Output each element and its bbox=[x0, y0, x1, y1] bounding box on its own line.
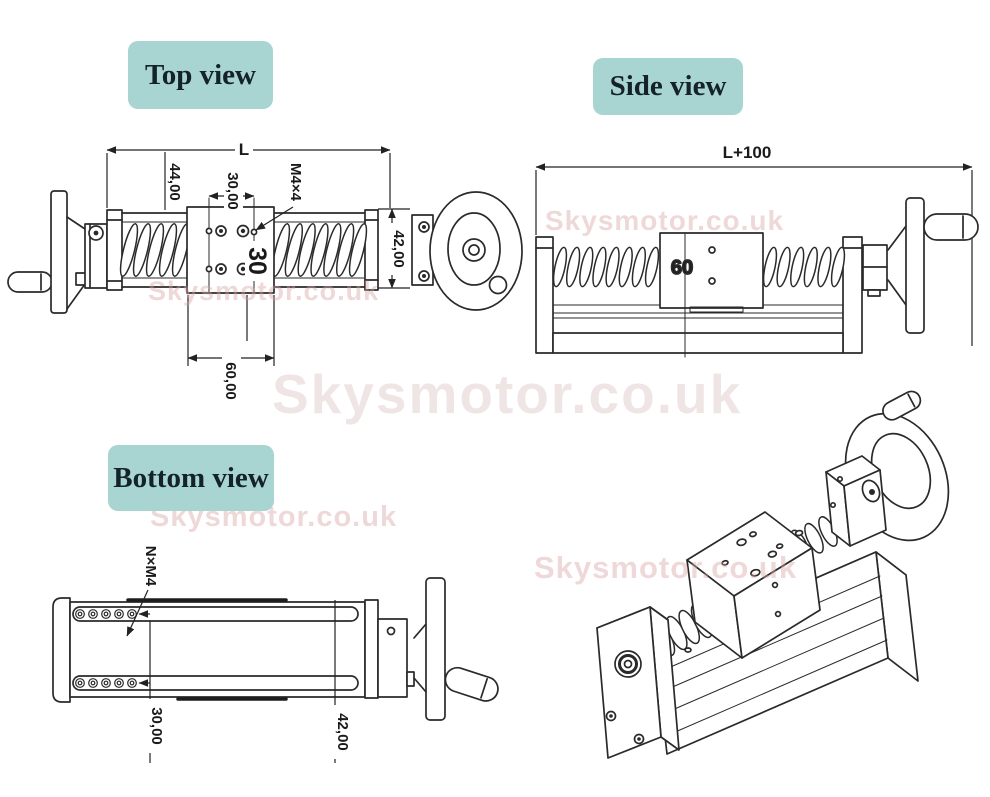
dim-side-carriage: 60 bbox=[671, 257, 693, 279]
side-view-body bbox=[535, 236, 863, 354]
top-view-label: Top view bbox=[128, 41, 273, 109]
bottom-view-rail-balls-top bbox=[75, 609, 137, 619]
iso-view-drawing bbox=[596, 390, 950, 759]
side-view-drawing: L+100 60 bbox=[535, 142, 979, 358]
top-view-body bbox=[106, 209, 379, 291]
side-view-label: Side view bbox=[593, 58, 743, 115]
dim-top-length: L bbox=[239, 140, 249, 159]
side-view-dimensions: L+100 bbox=[535, 142, 973, 346]
bottom-view-dimensions: N×M4 30,00 42,00 bbox=[126, 546, 352, 763]
bottom-view-rail-balls-bottom bbox=[75, 678, 137, 688]
iso-rail-mount-hole bbox=[684, 647, 692, 653]
bottom-view-label: Bottom view bbox=[108, 445, 274, 511]
side-view-ballscrew-left bbox=[552, 246, 660, 288]
top-view-handwheel-left bbox=[7, 190, 108, 314]
top-view-ballscrew-right bbox=[271, 223, 368, 277]
dim-top-hole-pitch-y: 30 bbox=[243, 247, 271, 275]
side-view-ballscrew-right bbox=[762, 246, 846, 288]
dim-top-carriage: 60,00 bbox=[222, 362, 239, 400]
iso-carriage bbox=[686, 511, 821, 659]
dim-top-hole-pitch-x: 30,00 bbox=[224, 172, 241, 210]
dim-bottom-slot-offset: 30,00 bbox=[148, 707, 165, 745]
top-view-ballscrew-left bbox=[119, 223, 191, 277]
top-view-handwheel-face bbox=[411, 191, 523, 311]
bottom-view-drawing: N×M4 30,00 42,00 bbox=[52, 546, 499, 763]
dim-top-width: 42,00 bbox=[390, 230, 407, 268]
dim-bottom-thread: N×M4 bbox=[142, 546, 159, 587]
dim-bottom-width: 42,00 bbox=[334, 713, 351, 751]
top-view-drawing: L 44,00 30,00 M4×4 30 4 bbox=[7, 139, 523, 408]
side-view-carriage: 60 bbox=[659, 232, 764, 358]
iso-end-plate bbox=[596, 606, 680, 759]
dim-top-end-offset: 44,00 bbox=[166, 163, 183, 201]
dim-side-total-length: L+100 bbox=[723, 143, 772, 162]
iso-bearing-block bbox=[825, 455, 887, 547]
dim-top-thread: M4×4 bbox=[287, 163, 304, 202]
side-view-handwheel bbox=[862, 197, 979, 334]
bottom-view-handwheel bbox=[377, 577, 499, 721]
top-view-dimensions: L 44,00 30,00 M4×4 30 4 bbox=[106, 139, 410, 408]
